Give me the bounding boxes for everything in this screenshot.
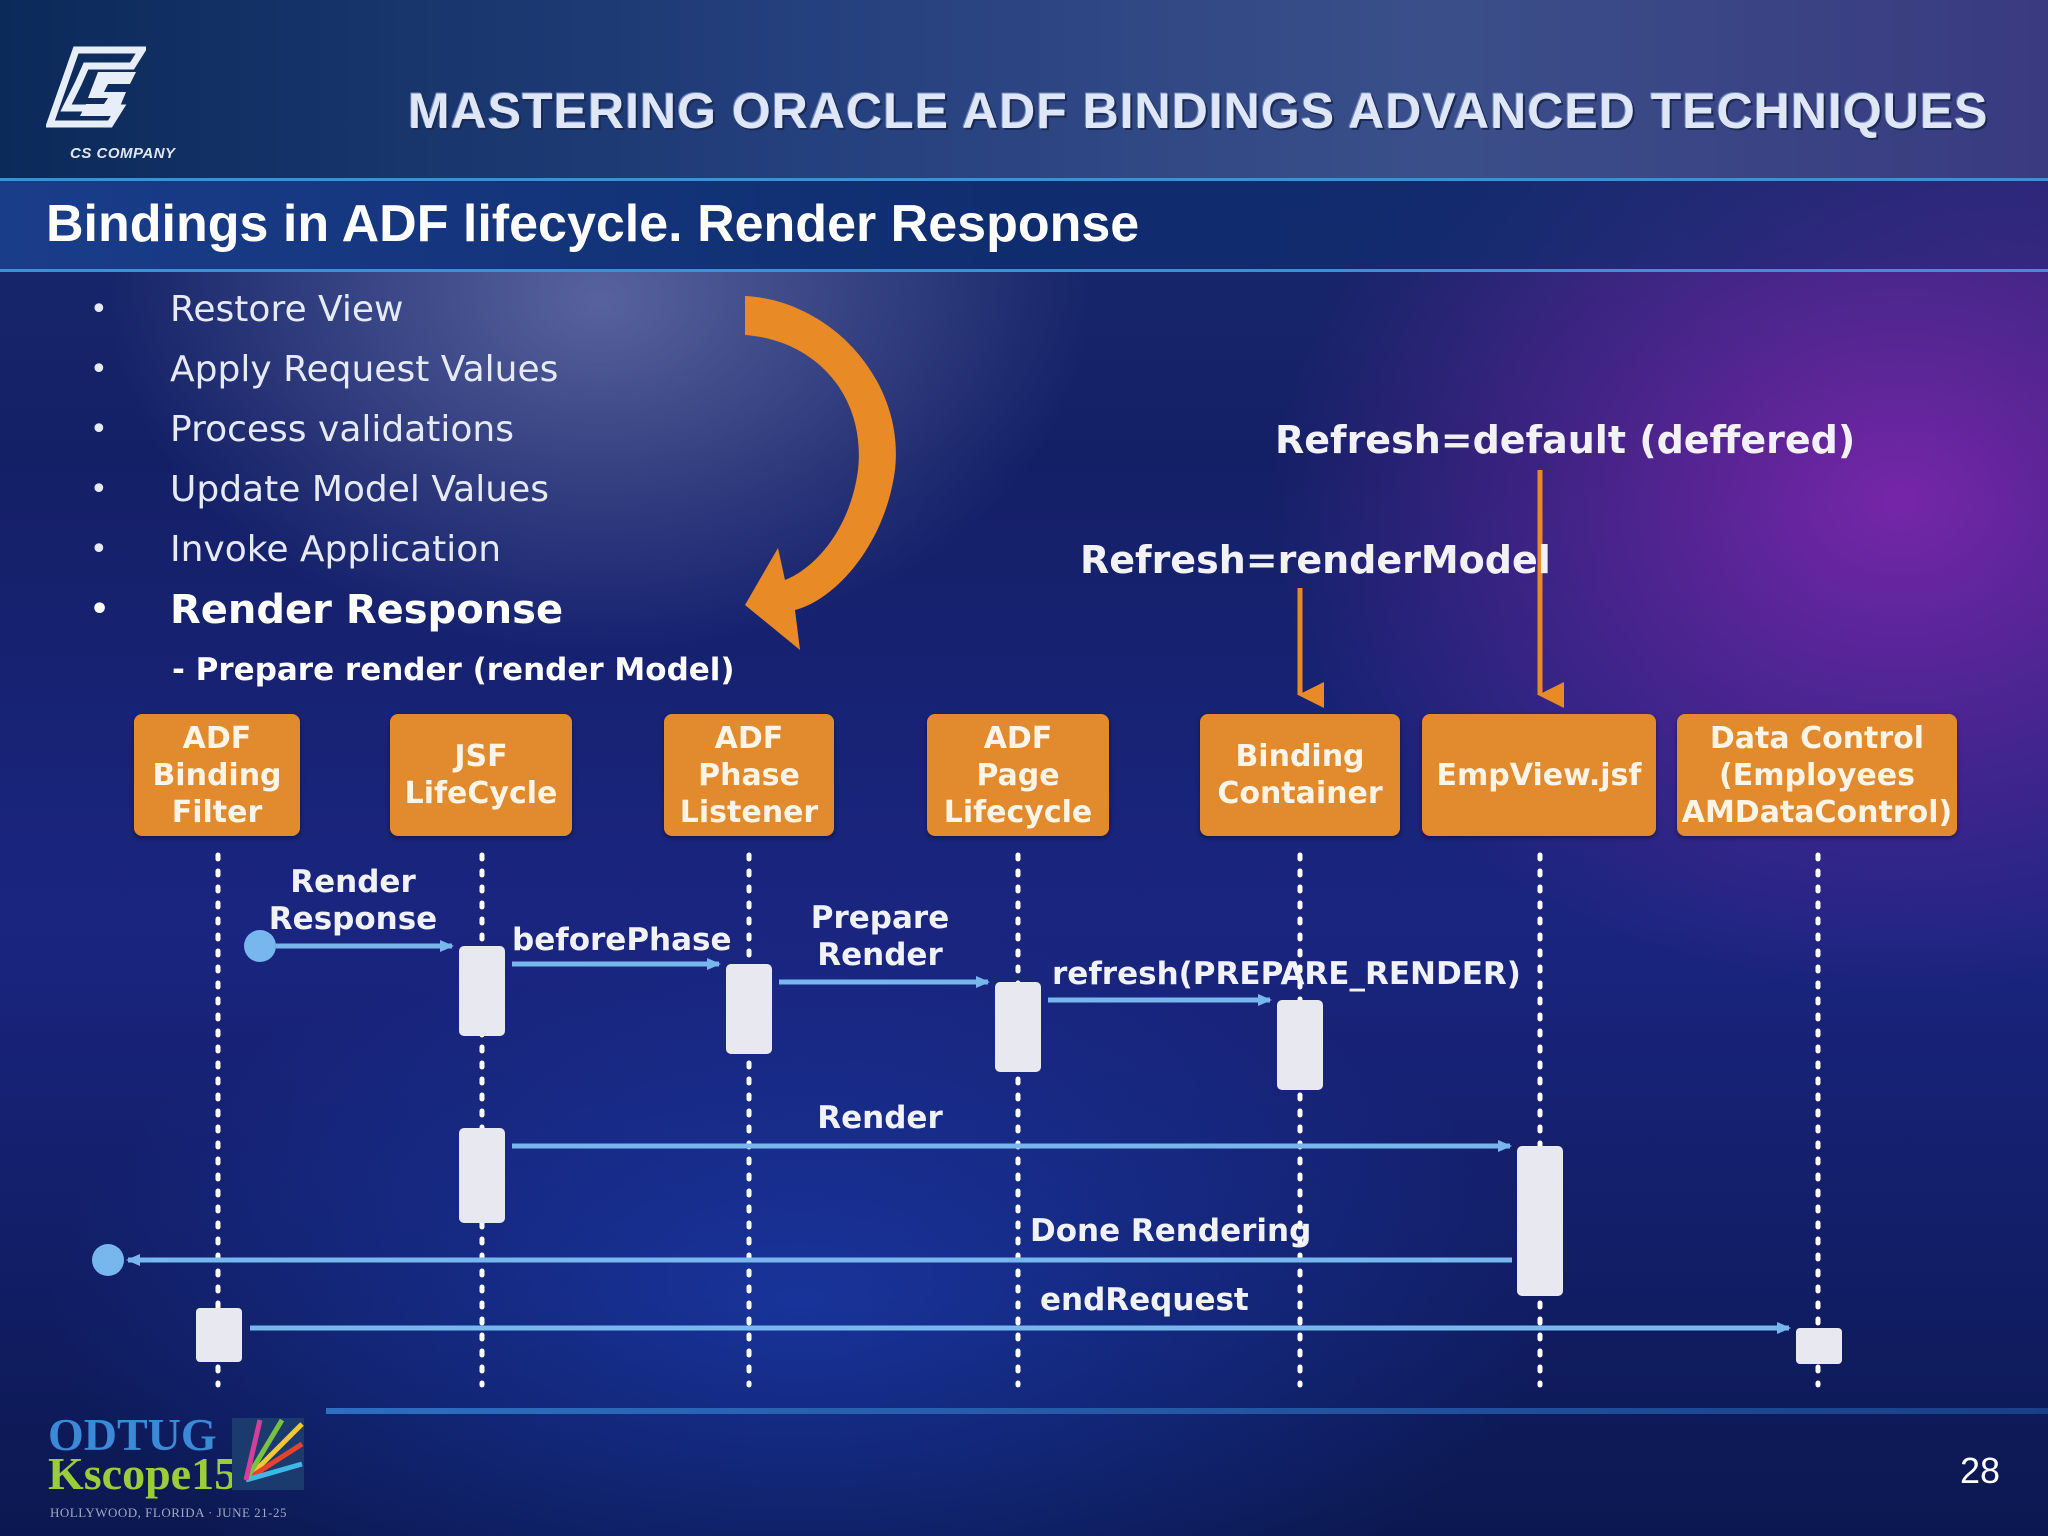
participant-adf-page-lifecycle: ADF Page Lifecycle: [927, 714, 1109, 836]
end-point: [92, 1244, 124, 1276]
participant-adf-binding-filter: ADF Binding Filter: [134, 714, 300, 836]
label-refresh-prepare-render: refresh(PREPARE_RENDER): [1052, 956, 1521, 992]
activation-jsf-2: [459, 1128, 505, 1223]
list-item: • Invoke Application: [90, 525, 563, 585]
activation-page-lifecycle: [995, 982, 1041, 1072]
participant-adf-phase-listener: ADF Phase Listener: [664, 714, 834, 836]
label-end-request: endRequest: [1040, 1282, 1249, 1318]
label-done-rendering: Done Rendering: [1030, 1213, 1312, 1249]
slide-title-bar: [0, 178, 2048, 272]
list-item: • Update Model Values: [90, 465, 563, 525]
brand-kscope: Kscope15: [48, 1448, 238, 1499]
deck-title: MASTERING ORACLE ADF BINDINGS ADVANCED T…: [408, 83, 1989, 139]
page-number: 28: [1960, 1450, 2001, 1491]
brand-odtug: ODTUG: [48, 1409, 217, 1460]
render-response-subnote: - Prepare render (render Model): [172, 652, 735, 688]
activation-empview: [1517, 1146, 1563, 1296]
label-prepare-render: Prepare Render: [810, 900, 950, 973]
activation-phase-listener: [726, 964, 772, 1054]
list-item: • Process validations: [90, 405, 563, 465]
bullet-dot: •: [90, 412, 108, 447]
bullet-dot: •: [90, 352, 108, 387]
list-item-text: Process validations: [170, 409, 515, 450]
list-item-text: Invoke Application: [170, 529, 502, 570]
start-point: [244, 930, 276, 962]
list-item: • Restore View: [90, 285, 563, 345]
bullet-dot: •: [90, 532, 108, 567]
participant-jsf-lifecycle: JSF LifeCycle: [390, 714, 572, 836]
label-render: Render: [817, 1100, 943, 1136]
activation-filter: [196, 1308, 242, 1362]
list-item-text: Restore View: [170, 289, 404, 330]
list-item-active: • Render Response: [90, 585, 563, 651]
header-band: [0, 0, 2048, 180]
list-item-text: Apply Request Values: [170, 349, 559, 390]
kscope-burst-icon: [232, 1418, 304, 1490]
activation-data-control: [1796, 1328, 1842, 1364]
list-item-text: Render Response: [170, 587, 564, 633]
logo-caption: CS COMPANY: [70, 145, 176, 162]
note-refresh-default: Refresh=default (deffered): [1275, 418, 1856, 462]
list-item: • Apply Request Values: [90, 345, 563, 405]
phase-list: • Restore View • Apply Request Values • Pro…: [90, 285, 563, 651]
bullet-dot: •: [90, 292, 108, 327]
note-refresh-render-model: Refresh=renderModel: [1080, 538, 1551, 582]
participant-data-control: Data Control (Employees AMDataControl): [1677, 714, 1957, 836]
participant-empview-jsf: EmpView.jsf: [1422, 714, 1656, 836]
bullet-dot: •: [90, 472, 108, 507]
label-before-phase: beforePhase: [512, 922, 732, 958]
label-render-response: Render Response: [268, 864, 438, 937]
participant-binding-container: Binding Container: [1200, 714, 1400, 836]
brand-event-caption: HOLLYWOOD, FLORIDA · JUNE 21-25: [50, 1505, 287, 1520]
activation-jsf-1: [459, 946, 505, 1036]
list-item-text: Update Model Values: [170, 469, 549, 510]
footer-rule: [326, 1408, 2048, 1414]
curved-flow-arrow: [745, 296, 896, 650]
activation-binding-container: [1277, 1000, 1323, 1090]
slide-title: Bindings in ADF lifecycle. Render Respon…: [46, 195, 1140, 253]
cs-logo-icon: [46, 46, 146, 128]
bullet-dot: •: [90, 592, 110, 627]
